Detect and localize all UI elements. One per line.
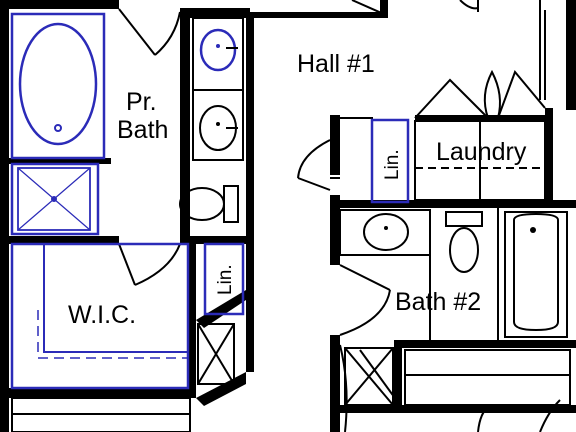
label-linen-lower: Lin. [215,264,236,295]
wic-linen-closet [203,242,245,316]
shower-pan [10,162,100,236]
corridor-shower [197,323,235,385]
fixtures-blue [10,12,410,390]
door-swings [118,0,561,432]
label-wic: W.I.C. [68,301,136,329]
sink-bath2 [363,213,409,251]
label-primary-bath-line2: Bath [117,116,168,144]
hall-linen-closet [370,118,410,204]
label-primary-bath-line1: Pr. [126,88,157,116]
fixtures-black [3,30,568,406]
label-bath-2: Bath #2 [395,288,481,316]
toilet-bath2 [449,227,479,273]
label-linen-upper: Lin. [382,149,403,180]
tub-drain [54,124,62,132]
label-laundry: Laundry [436,138,527,166]
bathtub [18,22,98,146]
sink-upper [199,28,237,72]
bathtub-bath2 [504,211,568,338]
wic-outline [10,242,190,390]
partition-lines [11,0,571,432]
shower-drain [51,196,57,202]
tub-enclosure [10,12,106,160]
label-hall: Hall #1 [297,50,375,78]
